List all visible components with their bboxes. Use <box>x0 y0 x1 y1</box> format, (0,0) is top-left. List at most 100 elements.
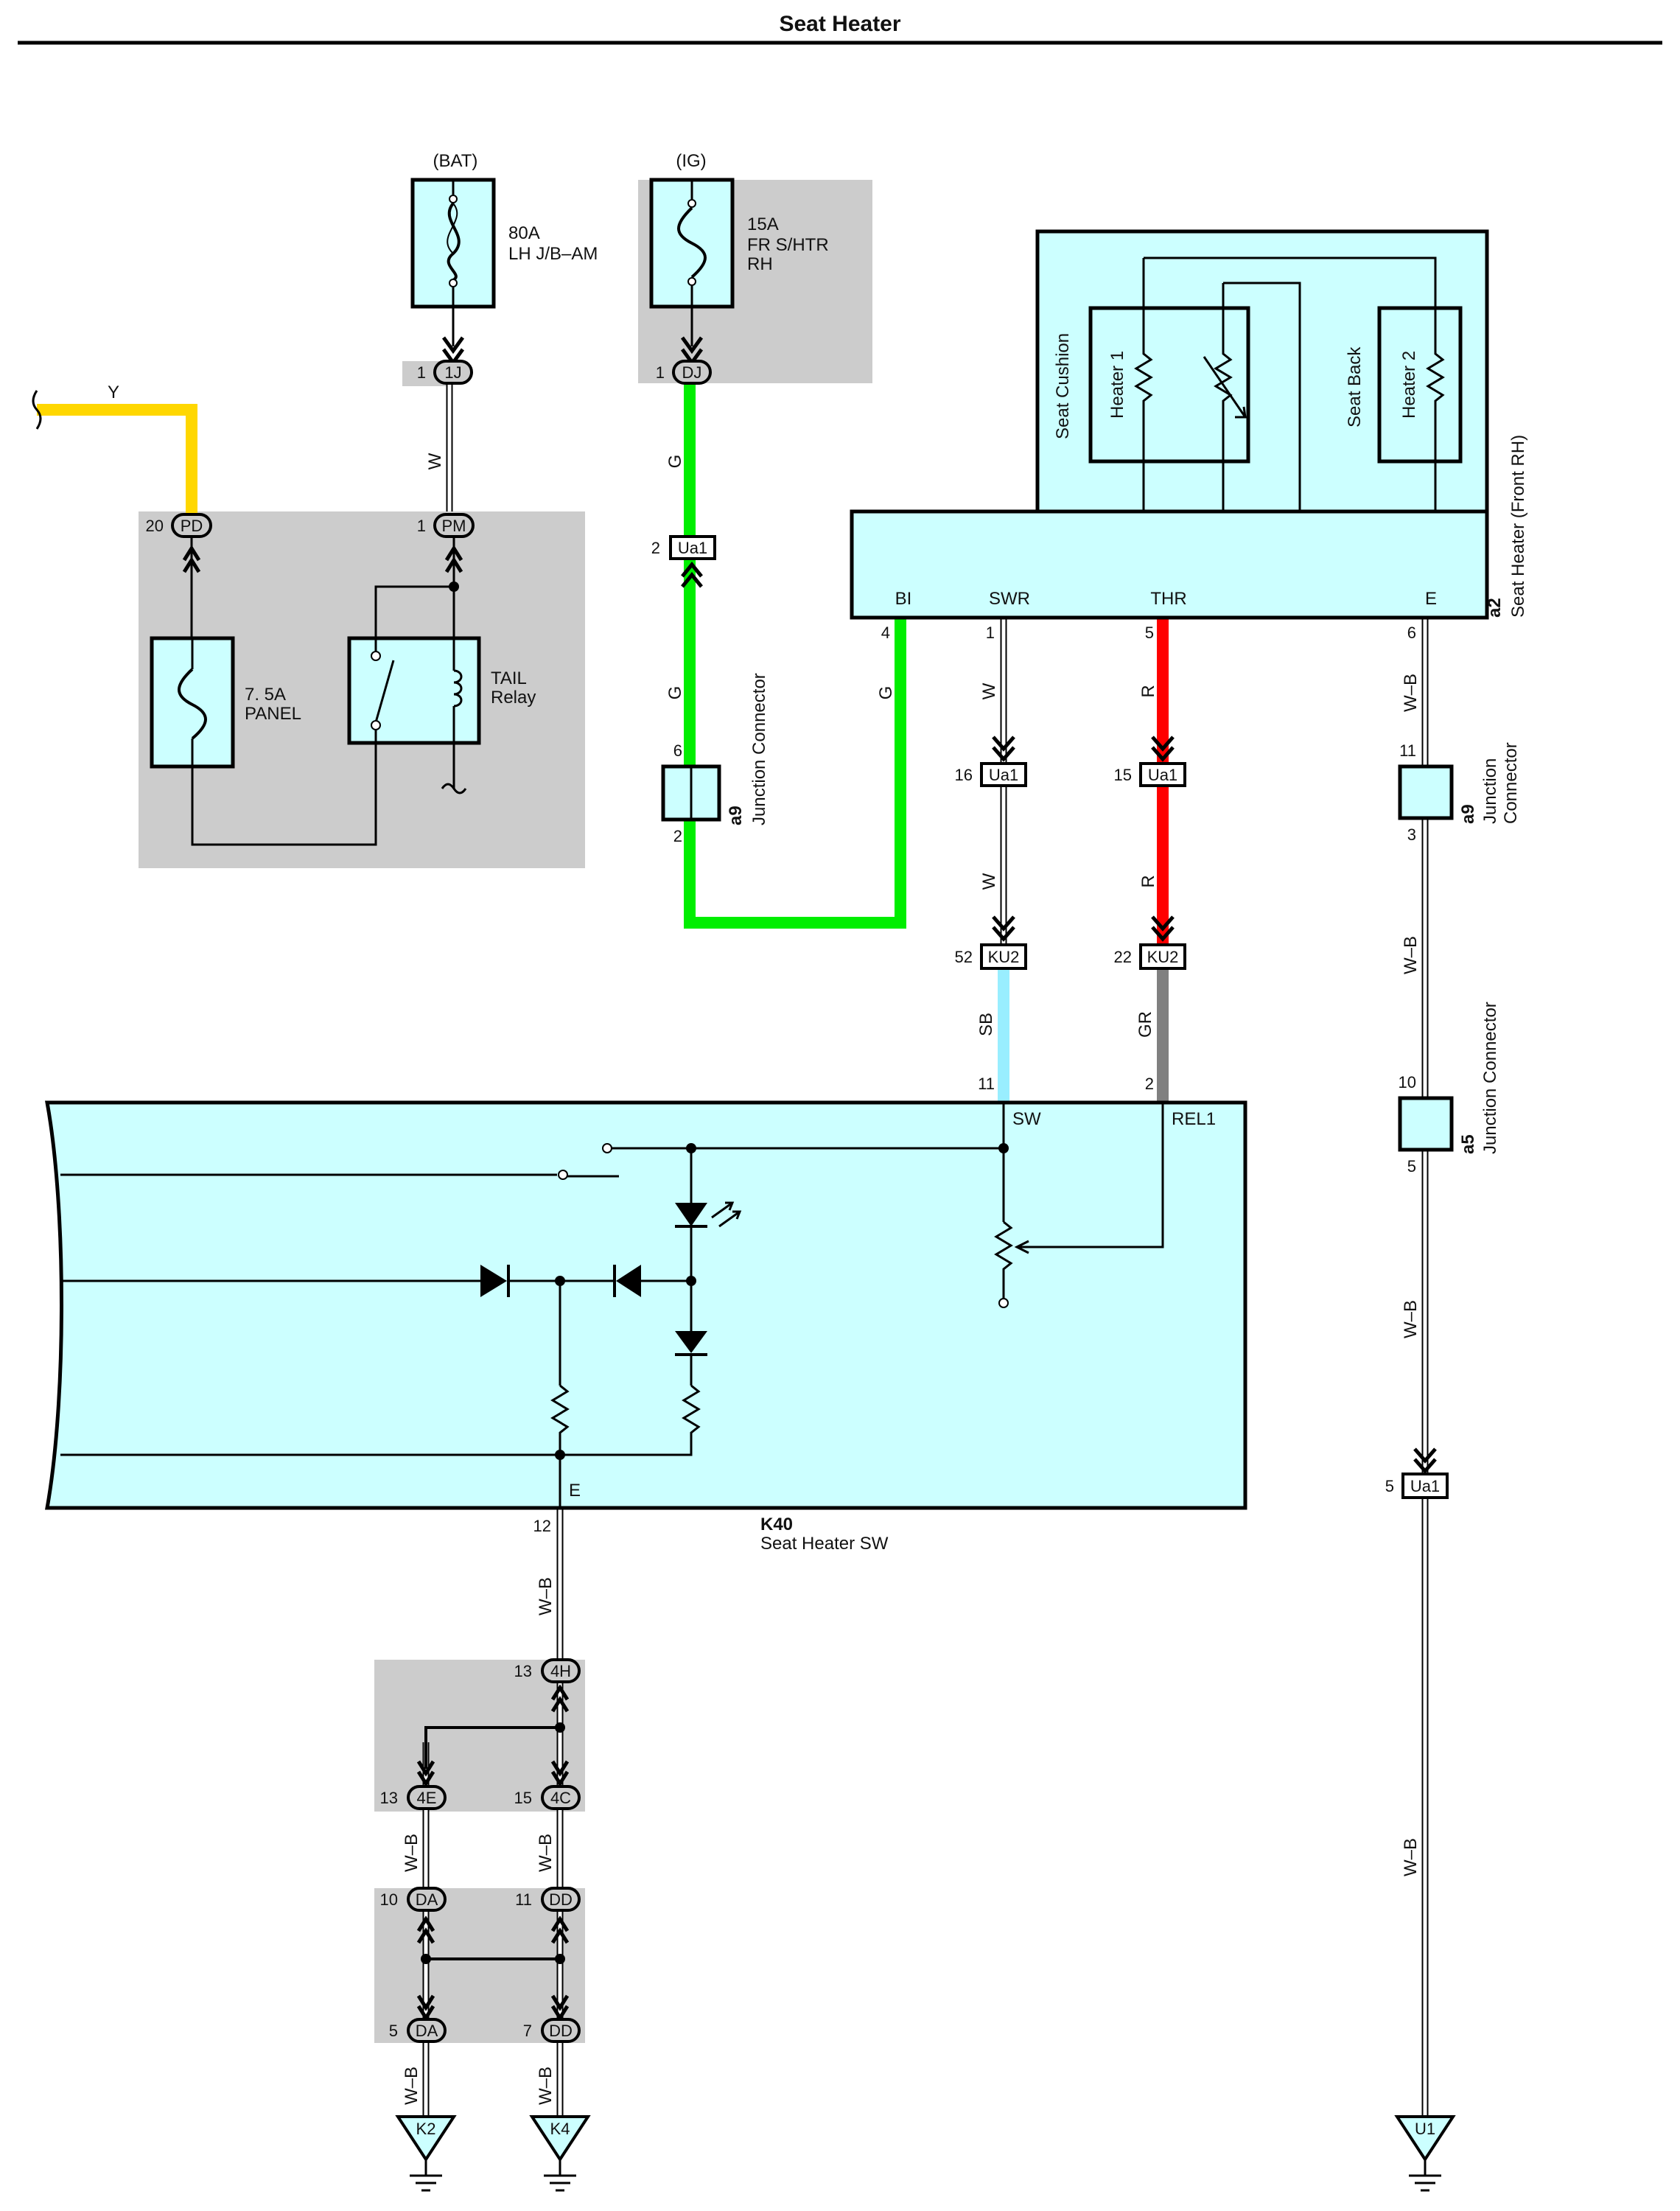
connector-arrow <box>1151 736 1175 762</box>
pin-e-switch: 12 <box>533 1517 551 1535</box>
svg-text:DD: DD <box>549 2022 573 2040</box>
ground-k4: K4 <box>529 2115 591 2192</box>
wire-color-g: G <box>665 686 685 700</box>
svg-text:2: 2 <box>651 539 660 557</box>
svg-text:15: 15 <box>514 1789 532 1807</box>
connector-1j: 1J 1 <box>417 360 473 385</box>
fuse-symbol <box>677 206 707 279</box>
splice-dot <box>555 1450 565 1460</box>
connector-ua1-5: Ua1 5 <box>1385 1473 1449 1499</box>
connector-ua1-2: Ua1 2 <box>651 535 716 588</box>
connector-dd-7: DD 7 <box>523 2018 581 2043</box>
seat-heater-switch-body <box>45 1100 1247 1510</box>
fuse-terminal <box>449 195 458 203</box>
wire-color-wb: W–B <box>1401 936 1421 974</box>
pin-bi: 4 <box>881 624 890 642</box>
switch-terminal-e: E <box>569 1481 581 1501</box>
ground-u1: U1 <box>1394 2115 1456 2192</box>
svg-text:a5: a5 <box>1458 1134 1478 1154</box>
relay-contact <box>371 651 381 661</box>
relay-contact <box>371 720 381 730</box>
svg-text:Junction: Junction <box>1480 758 1500 824</box>
svg-text:4H: 4H <box>550 1662 571 1680</box>
svg-text:KU2: KU2 <box>988 948 1020 966</box>
connector-arrow <box>550 1760 570 1787</box>
connector-4h: 4H 13 <box>514 1658 581 1683</box>
svg-text:22: 22 <box>1114 948 1132 966</box>
seat-heater-name: Seat Heater (Front RH) <box>1508 435 1528 618</box>
pin-swr: 1 <box>986 624 995 642</box>
svg-text:11: 11 <box>515 1890 532 1909</box>
thermistor-arrow-head <box>1235 406 1247 419</box>
connector-ua1-16: Ua1 16 <box>955 762 1027 787</box>
pin-rel1: 2 <box>1145 1075 1154 1093</box>
pin-e: 6 <box>1407 624 1416 642</box>
wire-color-wb: W–B <box>1401 1838 1421 1876</box>
svg-text:5: 5 <box>389 2022 398 2040</box>
connector-4c: 4C 15 <box>514 1785 581 1810</box>
heater-1-label: Heater 1 <box>1107 351 1127 419</box>
wire-color-r: R <box>1138 875 1158 887</box>
svg-text:16: 16 <box>955 766 973 784</box>
svg-text:DA: DA <box>416 2022 438 2040</box>
svg-text:Connector: Connector <box>1501 742 1521 824</box>
connector-pm: PM 1 <box>417 513 475 538</box>
connector-arrow <box>992 915 1015 942</box>
relay-name: TAIL <box>491 668 527 688</box>
wire-color-wb: W–B <box>1401 674 1421 712</box>
diode-symbol <box>616 1265 641 1297</box>
thermistor-lead <box>1223 282 1301 511</box>
svg-text:K4: K4 <box>550 2120 570 2138</box>
terminal-swr: SWR <box>989 589 1030 609</box>
svg-text:Ua1: Ua1 <box>1148 766 1177 784</box>
heater-2-label: Heater 2 <box>1399 351 1419 419</box>
junction-a5: 10 5 a5 Junction Connector <box>1398 1002 1500 1176</box>
seat-back-label: Seat Back <box>1345 346 1365 427</box>
svg-text:13: 13 <box>514 1662 532 1680</box>
svg-text:a9: a9 <box>726 806 746 825</box>
splice-dot <box>555 1954 565 1964</box>
terminal-bi: BI <box>895 589 912 609</box>
relay-switch-arm <box>374 660 395 723</box>
switch-code: K40 <box>760 1515 793 1534</box>
terminal-thr: THR <box>1150 589 1186 609</box>
fuse-panel-rating: 7. 5A <box>245 685 286 705</box>
svg-text:6: 6 <box>673 741 682 760</box>
svg-text:1: 1 <box>417 363 426 382</box>
ig-source-label: (IG) <box>676 151 706 171</box>
svg-text:2: 2 <box>673 827 682 845</box>
svg-text:Junction Connector: Junction Connector <box>749 673 769 825</box>
fuse-15a-rating: 15A <box>747 214 779 234</box>
fusible-link-symbol-inner <box>447 203 458 254</box>
junction-4-bus <box>424 1726 560 1769</box>
terminal-e: E <box>1425 589 1437 609</box>
diode-symbol <box>675 1331 707 1353</box>
pin-thr: 5 <box>1145 624 1154 642</box>
switch-name: Seat Heater SW <box>760 1534 889 1554</box>
svg-text:10: 10 <box>380 1890 398 1909</box>
connector-4e: 4E 13 <box>380 1785 447 1810</box>
thermistor <box>1214 283 1233 511</box>
thermistor-arrow <box>1203 356 1247 418</box>
svg-text:KU2: KU2 <box>1147 948 1179 966</box>
panel-to-relay-wire <box>191 743 377 846</box>
wire-color-gr: GR <box>1135 1011 1155 1038</box>
wire-g <box>684 380 906 929</box>
junction-a9-left: 6 2 a9 Junction Connector <box>661 673 769 845</box>
connector-arrow <box>416 1915 435 1944</box>
wire-color-g: G <box>876 686 896 700</box>
switch-contact <box>558 1170 568 1180</box>
wire-color-wb: W–B <box>402 2067 421 2105</box>
fuse-80a-name: LH J/B–AM <box>508 244 598 264</box>
led-symbol <box>675 1203 707 1226</box>
heater-1-box <box>1088 306 1250 464</box>
wire-color-wb: W–B <box>402 1834 421 1872</box>
wire-color-sb: SB <box>976 1013 996 1036</box>
wire-break-symbol <box>441 783 467 794</box>
switch-terminal-rel1: REL1 <box>1172 1109 1216 1129</box>
heater-1-resistor <box>1134 258 1153 511</box>
relay-name-2: Relay <box>491 688 536 708</box>
wire-color-r: R <box>1138 685 1158 697</box>
wire-color-w: W <box>979 682 999 699</box>
wire-color-y: Y <box>108 383 119 402</box>
